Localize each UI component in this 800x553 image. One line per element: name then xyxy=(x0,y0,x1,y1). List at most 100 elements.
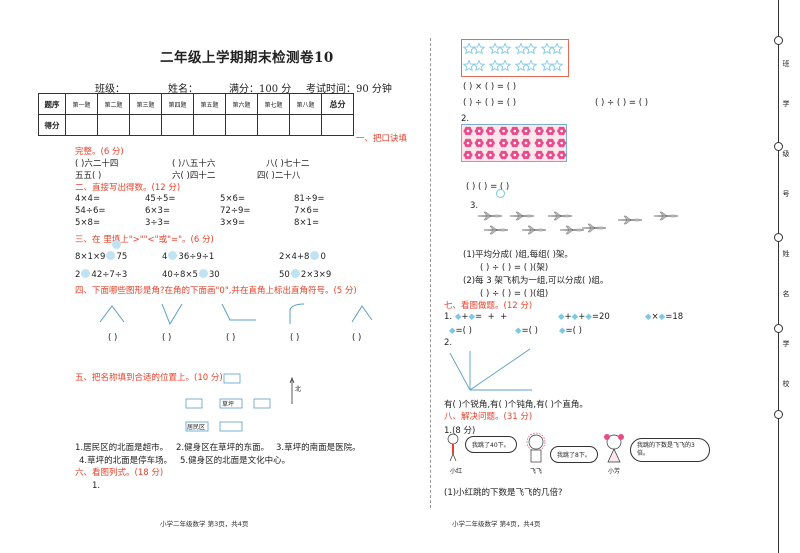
s2-item: 6×3= xyxy=(145,206,171,216)
score-col-8: 第八题 xyxy=(289,93,322,115)
section8-title: 八、解决问题。(31 分) xyxy=(444,412,533,422)
star-icon xyxy=(498,42,512,55)
section3-title: 三、在 里填上">""<"或"="。(6 分) xyxy=(75,235,214,245)
score-cell[interactable] xyxy=(321,114,354,136)
score-table-score-row: 得分 xyxy=(38,114,354,136)
angle-answer-blank[interactable]: ( ) xyxy=(290,333,300,343)
star-icon xyxy=(514,42,528,55)
binding-label: 级 xyxy=(782,150,790,158)
compare-blank[interactable] xyxy=(310,251,320,260)
score-row-label: 得分 xyxy=(38,114,66,136)
s6-q1-eq3: ( ) ÷ ( ) = ( ) xyxy=(595,98,649,108)
star-icon xyxy=(462,42,476,55)
operator-circle-icon[interactable] xyxy=(495,182,506,201)
star-icon xyxy=(540,59,554,72)
binding-label: 校 xyxy=(782,380,790,388)
star-icon xyxy=(524,59,538,72)
compare-blank[interactable] xyxy=(106,251,116,260)
score-cell[interactable] xyxy=(129,114,162,136)
flower-icon xyxy=(521,150,531,160)
score-cell[interactable] xyxy=(257,114,290,136)
angle-answer-blank[interactable]: ( ) xyxy=(108,333,118,343)
flower-icon xyxy=(463,150,473,160)
score-cell[interactable] xyxy=(193,114,226,136)
map-clue: 1.居民区的北面是超市。 xyxy=(75,443,169,453)
section1-title: 一、把口诀填 xyxy=(356,134,408,144)
star-icon xyxy=(488,59,502,72)
speech-bubble: 我跳了40下。 xyxy=(465,436,517,453)
angle-figure-3 xyxy=(221,303,256,321)
score-table-header-row: 题序 第一题 第二题 第三题 第四题 第五题 第六题 第七题 第八题 总分 xyxy=(38,93,354,115)
compare-blank[interactable] xyxy=(290,269,300,278)
compare-blank[interactable] xyxy=(168,251,178,260)
airplane-icon xyxy=(547,211,573,221)
s7-q1-answer: ◆=( ) xyxy=(449,326,473,336)
flower-icon xyxy=(545,126,555,136)
flower-icon xyxy=(499,150,509,160)
compare-blank[interactable] xyxy=(198,269,208,278)
airplane-icon xyxy=(477,211,503,221)
flower-icon xyxy=(474,126,484,136)
angle-answer-blank[interactable]: ( ) xyxy=(352,333,362,343)
angle-answer-blank[interactable]: ( ) xyxy=(226,333,236,343)
s2-item: 72÷9= xyxy=(220,206,251,216)
s1-item: 六( )四十二 xyxy=(172,171,216,181)
speech-bubble: 我跳了8下。 xyxy=(550,446,598,463)
binding-label: 学 xyxy=(782,100,790,108)
flower-icon xyxy=(499,138,509,148)
score-cell[interactable] xyxy=(65,114,98,136)
map-clue: 2.健身区在草坪的东面。 xyxy=(176,443,270,453)
s6-q3-b: (2)每 3 架飞机为一组,可以分成( )组。 xyxy=(463,276,609,286)
map-clue: 5.健身区的北面是文化中心。 xyxy=(180,456,291,466)
kid-name: 飞飞 xyxy=(530,468,543,475)
star-icon xyxy=(514,59,528,72)
angle-figure-4 xyxy=(289,303,305,324)
s2-item: 3×9= xyxy=(220,218,246,228)
flower-icon xyxy=(545,150,555,160)
planes-figure xyxy=(477,211,679,235)
compare-blank[interactable] xyxy=(81,269,91,278)
score-col-total: 总分 xyxy=(321,93,354,115)
flower-icon xyxy=(485,126,495,136)
star-icon xyxy=(540,42,554,55)
exam-time: 考试时间：90 分钟 xyxy=(306,84,392,95)
class-label: 班级： xyxy=(95,84,125,95)
s1-item: ( )六二十四 xyxy=(75,159,119,169)
score-cell[interactable] xyxy=(289,114,322,136)
s6-q1-eq2: ( ) ÷ ( ) = ( ) xyxy=(463,98,517,108)
binding-label: 班 xyxy=(782,60,790,68)
score-cell[interactable] xyxy=(97,114,130,136)
star-icon xyxy=(472,59,486,72)
flower-icon xyxy=(557,138,567,148)
s2-item: 3÷3= xyxy=(145,218,171,228)
angles-figure xyxy=(449,348,532,391)
section2-title: 二、直接写出得数。(12 分) xyxy=(75,183,181,193)
angle-figures xyxy=(99,303,373,326)
map-clue: 3.草坪的南面是医院。 xyxy=(276,443,361,453)
girl-xiaofang-icon xyxy=(604,434,624,463)
flowers-figure xyxy=(461,124,567,162)
score-cell[interactable] xyxy=(161,114,194,136)
flower-icon xyxy=(521,138,531,148)
s6-q2-number: 2. xyxy=(461,114,470,124)
s7-q1-eq-a: ◆+◆+◆=20 xyxy=(558,312,610,322)
right-page: ( ) × ( ) = ( ) ( ) ÷ ( ) = ( ) ( ) ÷ ( … xyxy=(440,0,760,553)
angle-figure-1 xyxy=(99,305,125,323)
airplane-icon xyxy=(581,223,607,233)
airplane-icon xyxy=(483,225,509,235)
compare-circle-icon xyxy=(111,233,122,252)
s6-q3-b-eq: ( ) ÷ ( ) = ( )(组) xyxy=(480,289,549,299)
s7-q1-eq-b: ◆×◆=18 xyxy=(645,312,684,322)
angle-answer-blank[interactable]: ( ) xyxy=(162,333,172,343)
s1-item: 四( )二十八 xyxy=(257,171,301,181)
airplane-icon xyxy=(559,225,585,235)
score-cell[interactable] xyxy=(225,114,258,136)
flower-icon xyxy=(499,126,509,136)
score-col-3: 第三题 xyxy=(129,93,162,115)
score-table: 题序 第一题 第二题 第三题 第四题 第五题 第六题 第七题 第八题 总分 得分 xyxy=(38,93,354,136)
